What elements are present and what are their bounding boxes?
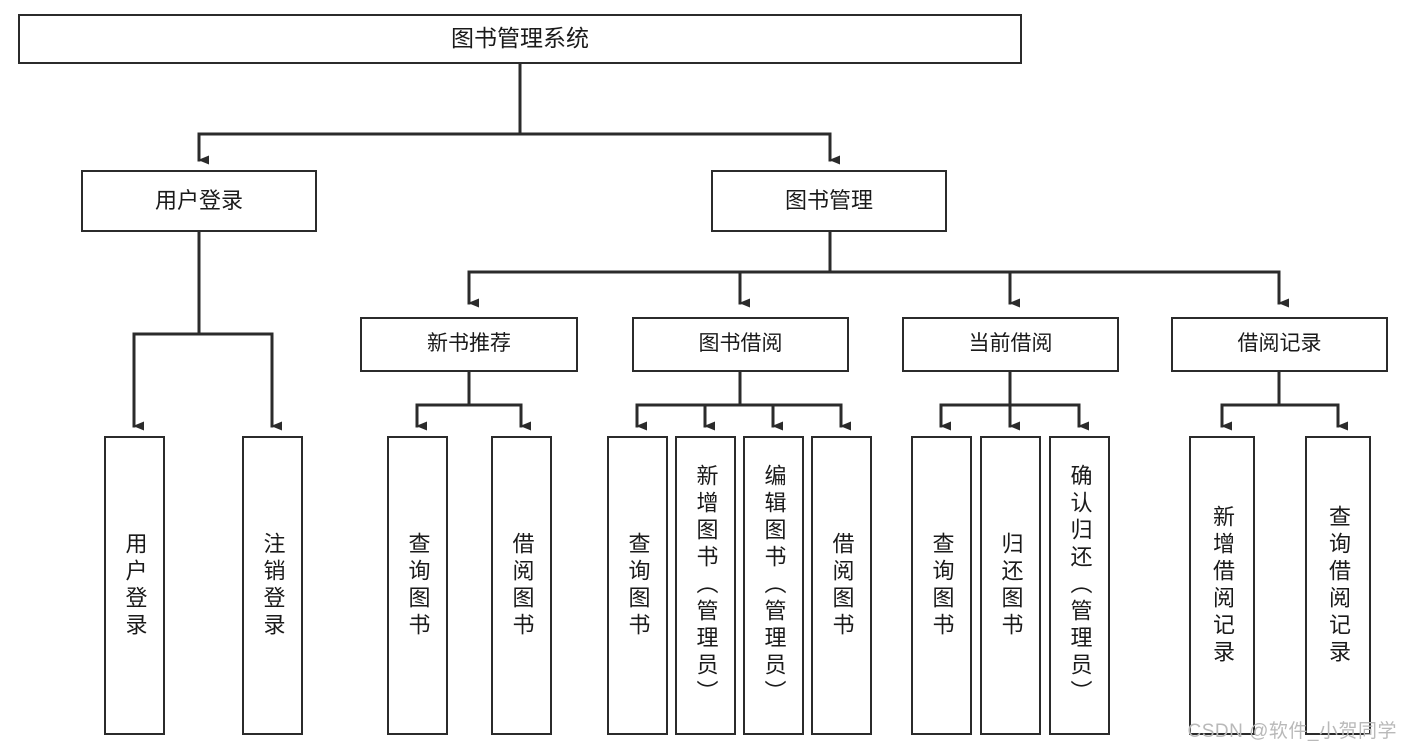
node-book-management[interactable]: 图书管理 [711,170,947,232]
node-label: 新增图书（管理员） [693,464,719,707]
node-leaf-edit-book[interactable]: 编辑图书（管理员） [743,436,804,735]
node-leaf-user-login[interactable]: 用户登录 [104,436,165,735]
node-leaf-confirm-return[interactable]: 确认归还（管理员） [1049,436,1110,735]
node-label: 图书管理系统 [451,25,589,52]
node-label: 图书借阅 [698,332,783,356]
node-label: 当前借阅 [968,332,1053,356]
node-leaf-borrow-book-1[interactable]: 借阅图书 [491,436,552,735]
node-borrow-record[interactable]: 借阅记录 [1171,317,1388,372]
node-label: 用户登录 [122,531,148,640]
node-leaf-add-record[interactable]: 新增借阅记录 [1189,436,1255,735]
node-root-book-management-system[interactable]: 图书管理系统 [18,14,1022,64]
node-new-book-recommend[interactable]: 新书推荐 [360,317,578,372]
node-label: 查询图书 [929,531,955,640]
node-label: 用户登录 [154,188,243,214]
node-book-borrow[interactable]: 图书借阅 [632,317,849,372]
node-current-borrow[interactable]: 当前借阅 [902,317,1119,372]
node-leaf-user-logout[interactable]: 注销登录 [242,436,303,735]
node-label: 查询借阅记录 [1325,504,1351,667]
node-leaf-query-book-2[interactable]: 查询图书 [607,436,668,735]
node-label: 编辑图书（管理员） [761,464,787,707]
node-leaf-query-book-1[interactable]: 查询图书 [387,436,448,735]
node-label: 新增借阅记录 [1209,504,1235,667]
node-label: 借阅图书 [509,531,535,640]
node-leaf-add-book[interactable]: 新增图书（管理员） [675,436,736,735]
node-label: 查询图书 [405,531,431,640]
node-label: 借阅记录 [1237,332,1322,356]
node-label: 注销登录 [260,531,286,640]
node-label: 图书管理 [784,188,873,214]
node-label: 借阅图书 [829,531,855,640]
node-label: 确认归还（管理员） [1067,464,1093,707]
node-leaf-query-book-3[interactable]: 查询图书 [911,436,972,735]
node-label: 归还图书 [998,531,1024,640]
node-user-login[interactable]: 用户登录 [81,170,317,232]
node-leaf-borrow-book-2[interactable]: 借阅图书 [811,436,872,735]
node-label: 新书推荐 [427,332,511,356]
node-leaf-query-record[interactable]: 查询借阅记录 [1305,436,1371,735]
node-label: 查询图书 [625,531,651,640]
node-leaf-return-book[interactable]: 归还图书 [980,436,1041,735]
